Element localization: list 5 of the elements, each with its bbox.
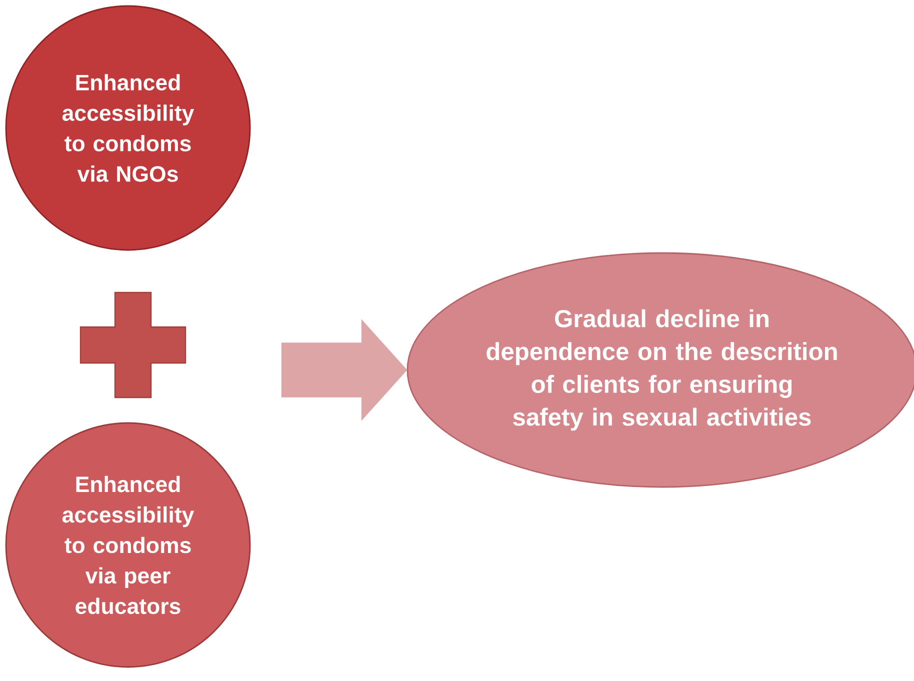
ellipse-node: Gradual decline in dependence on the descrition of clients for ensuring safety in sexual activities: [406, 252, 914, 488]
block-arrow: [281, 319, 408, 421]
circle-node: Enhanced accessibility to condoms via peer educators: [5, 422, 251, 668]
circle-node: Enhanced accessibility to condoms via NGOs: [5, 5, 251, 251]
plus-sign: [80, 292, 186, 398]
